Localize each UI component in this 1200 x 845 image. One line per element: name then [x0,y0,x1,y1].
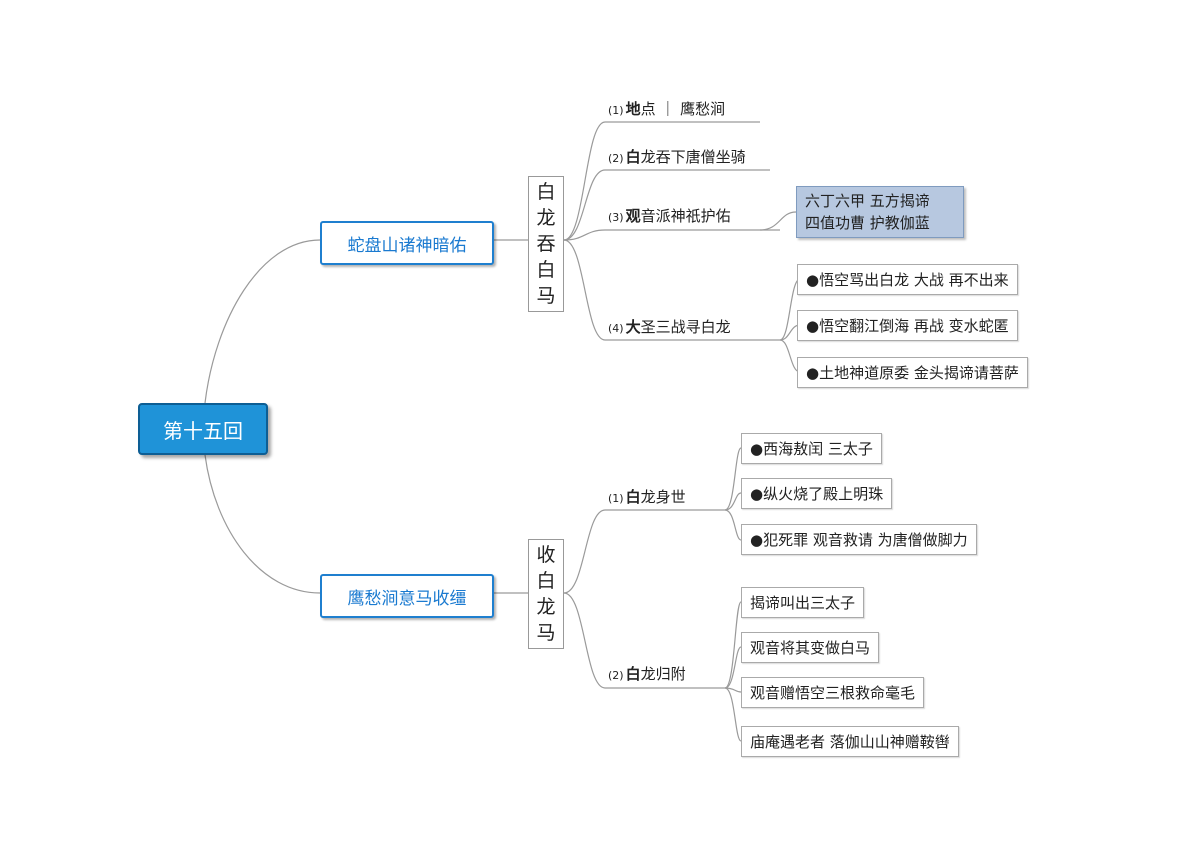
leaf-node[interactable]: ●土地神道原委 金头揭谛请菩萨 [797,357,1028,388]
item-number: (2) [608,152,624,165]
highlight-note[interactable]: 六丁六甲 五方揭谛 四值功曹 护教伽蓝 [796,186,964,238]
item-dragon-submits[interactable]: (2)白龙归附 [608,663,686,684]
item-number: (1) [608,492,624,505]
item-dragon-origin[interactable]: (1)白龙身世 [608,486,686,507]
leaf-node[interactable]: 观音将其变做白马 [741,632,880,663]
char: 白 [536,570,556,592]
leaf-node[interactable]: ●犯死罪 观音救请 为唐僧做脚力 [741,524,977,555]
item-text: 点 ｜ 鹰愁涧 [640,100,726,118]
item-first-char: 白 [625,665,641,683]
char: 白 [536,181,556,203]
leaf-node[interactable]: 庙庵遇老者 落伽山山神赠鞍辔 [741,726,959,757]
vertical-node-1[interactable]: 白 龙 吞 白 马 [528,176,564,312]
char: 收 [536,544,556,566]
leaf-node[interactable]: ●西海敖闰 三太子 [741,433,882,464]
item-text: 龙身世 [640,488,686,506]
item-text: 龙吞下唐僧坐骑 [640,148,746,166]
leaf-node[interactable]: ●悟空翻江倒海 再战 变水蛇匿 [797,310,1018,341]
item-text: 圣三战寻白龙 [640,318,731,336]
item-number: (3) [608,211,624,224]
char: 龙 [536,207,556,229]
item-first-char: 白 [625,488,641,506]
item-first-char: 大 [625,318,641,336]
char: 白 [536,259,556,281]
note-line: 六丁六甲 五方揭谛 [805,192,930,210]
leaf-node[interactable]: ●纵火烧了殿上明珠 [741,478,893,509]
char: 龙 [536,596,556,618]
leaf-node[interactable]: 观音赠悟空三根救命毫毛 [741,677,925,708]
char: 马 [536,622,556,644]
item-text: 龙归附 [640,665,686,683]
branch-node-2[interactable]: 鹰愁涧意马收缰 [320,574,494,618]
item-first-char: 地 [625,100,641,118]
char: 马 [536,285,556,307]
item-text: 音派神祇护佑 [640,207,731,225]
char: 吞 [536,233,556,255]
note-line: 四值功曹 护教伽蓝 [805,214,930,232]
item-number: (1) [608,104,624,117]
leaf-node[interactable]: ●悟空骂出白龙 大战 再不出来 [797,264,1018,295]
item-number: (2) [608,669,624,682]
vertical-node-2[interactable]: 收 白 龙 马 [528,539,564,649]
branch-node-1[interactable]: 蛇盘山诸神暗佑 [320,221,494,265]
root-node[interactable]: 第十五回 [138,403,268,455]
item-number: (4) [608,322,624,335]
item-dragon-eats-horse[interactable]: (2)白龙吞下唐僧坐骑 [608,146,746,167]
item-three-battles[interactable]: (4)大圣三战寻白龙 [608,316,731,337]
item-location[interactable]: (1)地点 ｜ 鹰愁涧 [608,98,725,119]
item-guanyin-protects[interactable]: (3)观音派神祇护佑 [608,205,731,226]
item-first-char: 白 [625,148,641,166]
leaf-node[interactable]: 揭谛叫出三太子 [741,587,865,618]
item-first-char: 观 [625,207,641,225]
